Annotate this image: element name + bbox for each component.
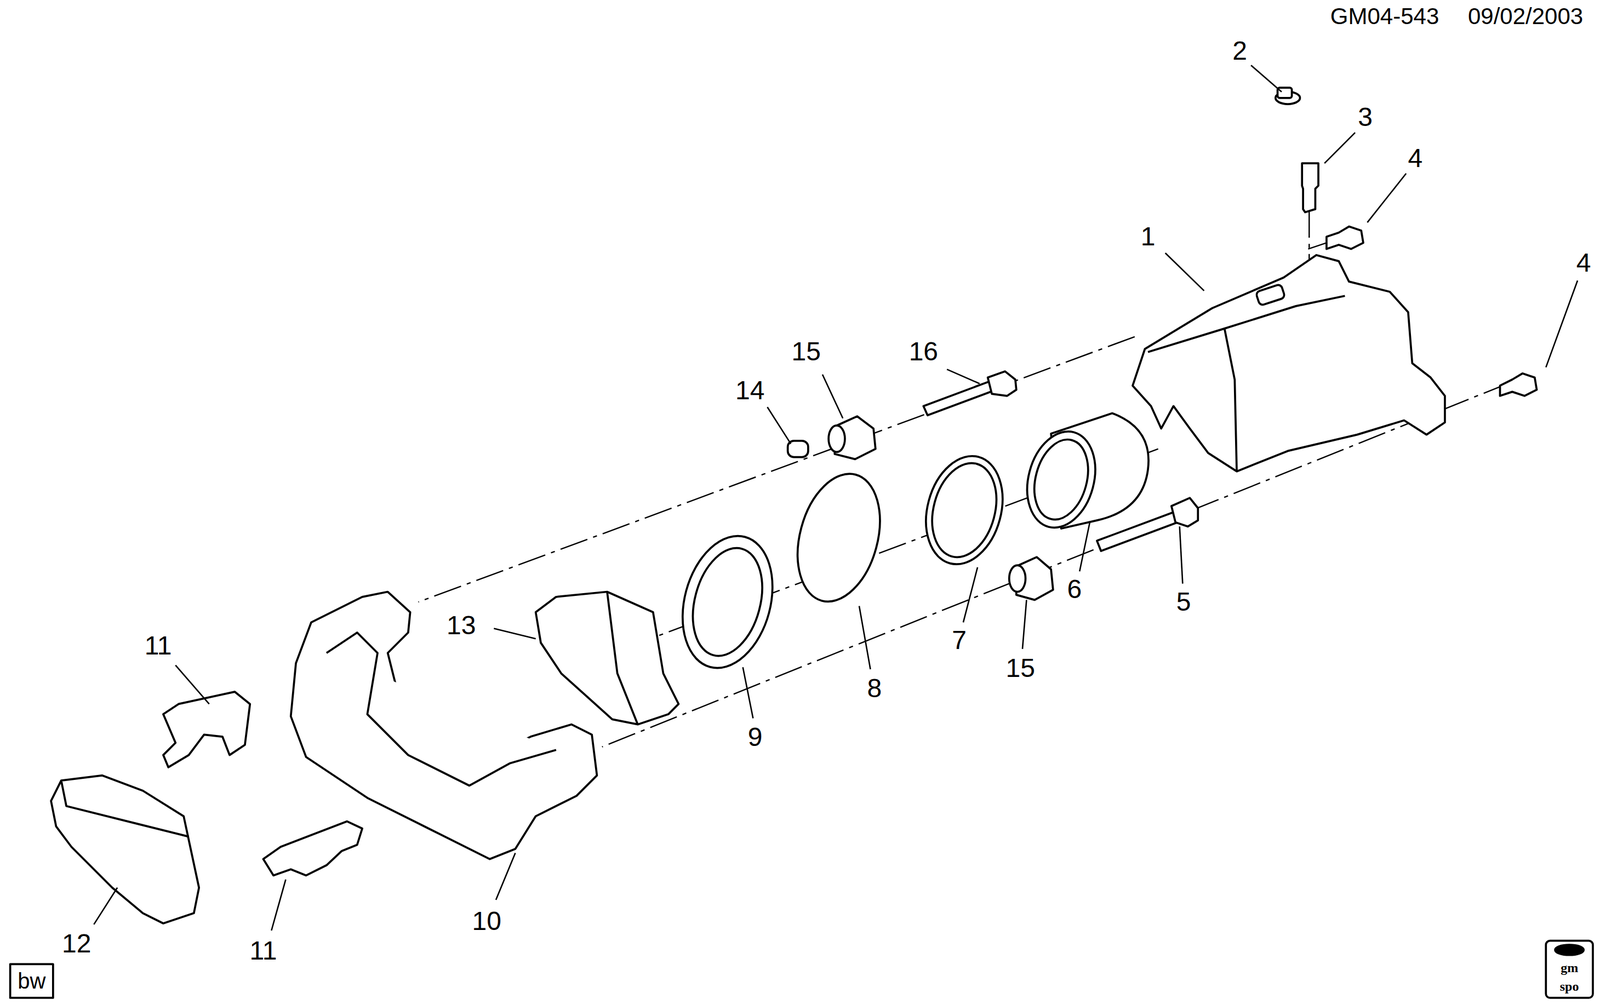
callout-number: 6 xyxy=(1065,575,1084,605)
callout-number: 4 xyxy=(1406,143,1425,173)
drawing-code: GM04-543 xyxy=(1328,3,1441,30)
logo-text: bw xyxy=(15,969,48,994)
callout-number: 15 xyxy=(1004,653,1037,683)
callout-number: 3 xyxy=(1356,103,1375,133)
logo-text: spo xyxy=(1558,979,1581,994)
callout-number: 9 xyxy=(746,723,765,753)
callout-number: 4 xyxy=(1574,248,1593,278)
drawing-code: 09/02/2003 xyxy=(1466,3,1585,30)
logo-text: gm xyxy=(1558,961,1580,976)
callout-number: 8 xyxy=(865,674,884,704)
callout-number: 15 xyxy=(789,337,822,367)
callout-number: 12 xyxy=(60,929,93,959)
callout-number: 10 xyxy=(470,906,504,936)
callout-number: 16 xyxy=(907,337,940,367)
callout-number: 2 xyxy=(1230,36,1249,66)
callout-number: 13 xyxy=(444,610,478,640)
callout-number: 5 xyxy=(1174,587,1193,617)
callout-number: 7 xyxy=(950,626,969,656)
callout-number: 1 xyxy=(1139,222,1158,252)
callout-number: 14 xyxy=(733,376,767,406)
callout-number: 11 xyxy=(248,936,279,966)
callout-number: 11 xyxy=(143,631,174,661)
